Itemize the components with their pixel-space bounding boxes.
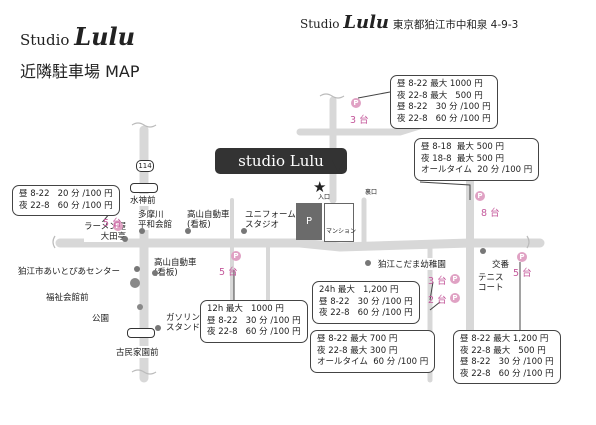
ramen-dot	[122, 236, 128, 242]
gas-station-label: ガソリン スタンド	[166, 313, 201, 333]
park-dot	[137, 304, 143, 310]
lot-count: 2 台	[428, 295, 447, 306]
callout-center-upper-rates: 24h 最大 1,200 円 昼 8-22 30 分 /100 円 夜 22-8…	[312, 281, 420, 324]
studio-parking-building: P	[296, 203, 322, 240]
lot-count: 3 台	[350, 115, 369, 126]
banner-pointer	[332, 160, 344, 172]
parking-pin-icon[interactable]: P	[475, 191, 485, 201]
parking-pin-icon[interactable]: P	[450, 293, 460, 303]
lot-count: 5 台	[513, 268, 532, 279]
address-line: Studio Lulu 東京都狛江市中和泉 4-9-3	[300, 12, 518, 33]
parking-pin-icon[interactable]: P	[113, 221, 123, 231]
koban-dot	[480, 248, 486, 254]
park-tree-icon	[130, 278, 140, 288]
traffic-signal-icon	[130, 183, 158, 193]
address-studio-word: Studio	[300, 17, 340, 31]
takayama-dot	[185, 228, 191, 234]
address-brand-word: Lulu	[343, 12, 390, 33]
takayama-sign-a-label: 高山自動車 (看板)	[187, 210, 230, 230]
gas-dot	[155, 325, 161, 331]
studio-banner: studio Lulu	[215, 148, 347, 174]
suijin-mae-label: 水神前	[130, 194, 156, 206]
address-text: 東京都狛江市中和泉 4-9-3	[392, 19, 519, 31]
aitopia-label: 狛江市あいとぴあセンター	[18, 265, 121, 277]
callout-left-rates: 昼 8-22 20 分 /100 円 夜 22-8 60 分 /100 円	[12, 185, 120, 216]
tennis-court-label: テニス コート	[478, 273, 504, 293]
aitopia-dot	[134, 266, 140, 272]
traffic-signal-icon	[127, 328, 155, 338]
parking-pin-icon[interactable]: P	[450, 274, 460, 284]
parking-pin-icon[interactable]: P	[231, 251, 241, 261]
tamagawa-kaikan-label: 多摩川 平和会館	[138, 210, 173, 230]
callout-bottom-left-rates: 12h 最大 1000 円 昼 8-22 30 分 /100 円 夜 22-8 …	[200, 300, 308, 343]
tamagawa-dot	[139, 228, 145, 234]
callout-right-lower-rates: 昼 8-22 最大 1,200 円 夜 22-8 最大 500 円 昼 8-22…	[453, 330, 561, 384]
fukushi-label: 福祉会館前	[46, 291, 89, 303]
kodama-dot	[365, 260, 371, 266]
route-114-sign: 114	[136, 160, 154, 172]
header-title: Studio Lulu	[20, 22, 135, 51]
uniform-dot	[241, 228, 247, 234]
lot-count: 8 台	[481, 208, 500, 219]
parking-pin-icon[interactable]: P	[351, 98, 361, 108]
koban-label: 交番	[492, 258, 510, 270]
mansion-label: マンション	[326, 228, 357, 235]
takayama-sign-b-label: 高山自動車 (看板)	[154, 258, 197, 278]
park-label: 公園	[92, 312, 110, 324]
parking-pin-icon[interactable]: P	[517, 252, 527, 262]
lot-count: 3 台	[428, 276, 447, 287]
sign-b-dot	[152, 270, 158, 276]
back-entrance-label: 裏口	[365, 189, 378, 196]
uniform-studio-label: ユニフォーム スタジオ	[245, 210, 296, 230]
callout-center-lower-rates: 昼 8-22 最大 700 円 夜 22-8 最大 300 円 オールタイム 6…	[310, 330, 436, 373]
kodama-kindergarten-label: 狛江こだま幼稚園	[378, 258, 446, 270]
header-subtitle: 近隣駐車場 MAP	[20, 62, 140, 81]
mansion-building	[324, 203, 354, 242]
lot-count: 5 台	[103, 218, 122, 229]
callout-top-rates: 昼 8-22 最大 1000 円 夜 22-8 最大 500 円 昼 8-22 …	[390, 75, 498, 129]
header-studio-word: Studio	[20, 31, 70, 49]
header-brand-word: Lulu	[74, 22, 136, 51]
callout-right-upper-rates: 昼 8-18 最大 500 円 夜 18-8 最大 500 円 オールタイム 2…	[414, 138, 540, 181]
lot-count: 5 台	[219, 267, 238, 278]
kominka-label: 古民家園前	[116, 346, 159, 358]
studio-star-icon: ★	[313, 178, 327, 196]
entrance-label: 入口	[318, 194, 331, 201]
